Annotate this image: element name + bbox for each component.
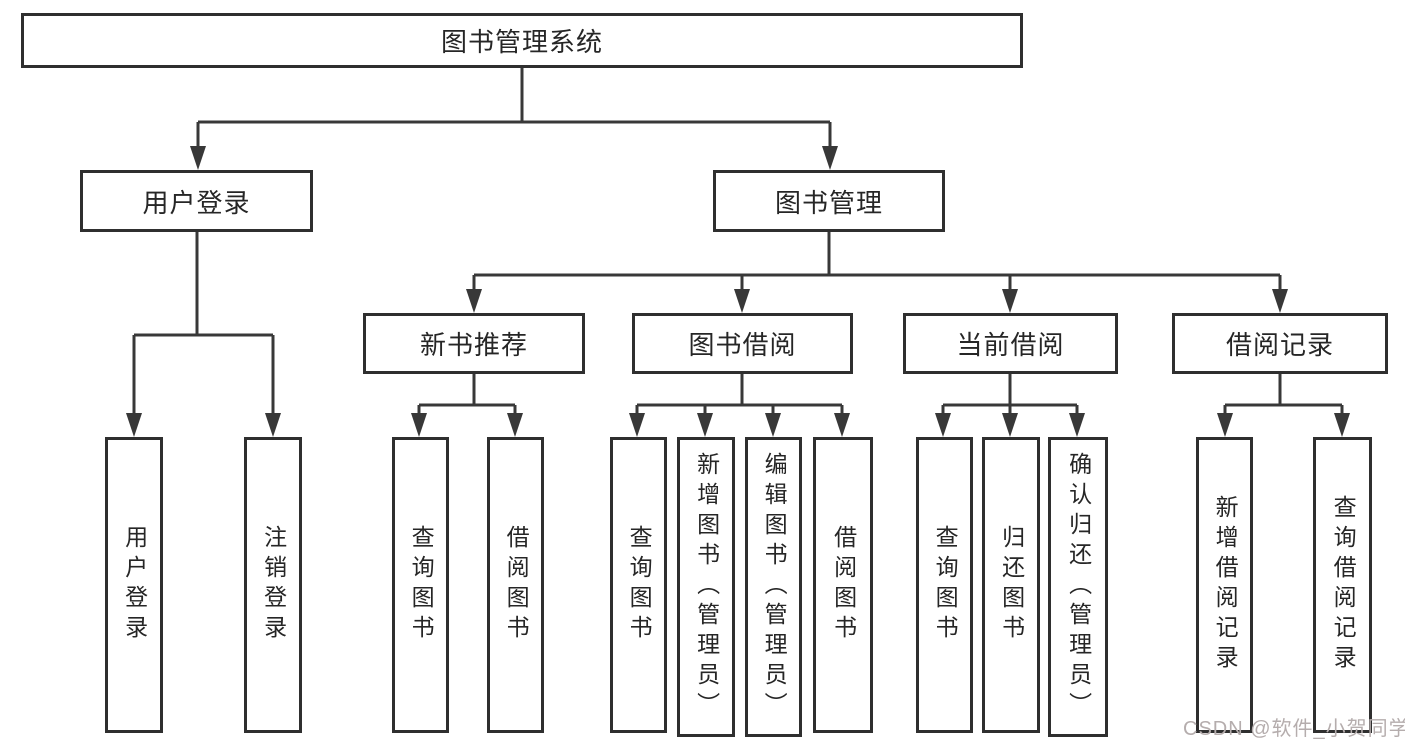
leaf-edit-book-admin: 编辑图书（管理员）	[745, 437, 802, 737]
node-book-borrow: 图书借阅	[632, 313, 853, 374]
leaf-query-borrow-record: 查询借阅记录	[1313, 437, 1372, 733]
leaf-logout: 注销登录	[244, 437, 302, 733]
leaf-add-borrow-record-label: 新增借阅记录	[1212, 495, 1239, 675]
leaf-confirm-return-admin: 确认归还（管理员）	[1048, 437, 1108, 737]
leaf-add-borrow-record: 新增借阅记录	[1196, 437, 1253, 733]
leaf-return-book-label: 归还图书	[998, 525, 1025, 645]
node-user-login: 用户登录	[80, 170, 313, 232]
leaf-add-book-admin: 新增图书（管理员）	[677, 437, 735, 737]
leaf-borrow-book: 借阅图书	[813, 437, 873, 733]
leaf-query-borrow-record-label: 查询借阅记录	[1330, 495, 1357, 675]
leaf-borrow-book-label: 借阅图书	[830, 525, 857, 645]
leaf-edit-book-admin-label: 编辑图书（管理员）	[761, 452, 788, 722]
leaf-query-book-recommend: 查询图书	[392, 437, 449, 733]
node-root-system: 图书管理系统	[21, 13, 1023, 68]
watermark: CSDN @软件_小贺同学	[1183, 718, 1405, 740]
leaf-query-book-borrow-label: 查询图书	[626, 525, 653, 645]
leaf-query-book-current-label: 查询图书	[932, 525, 959, 645]
node-current-borrow: 当前借阅	[903, 313, 1118, 374]
leaf-borrow-book-recommend: 借阅图书	[487, 437, 544, 733]
leaf-query-book-borrow: 查询图书	[610, 437, 667, 733]
leaf-query-book-current: 查询图书	[916, 437, 973, 733]
leaf-return-book: 归还图书	[982, 437, 1040, 733]
leaf-add-book-admin-label: 新增图书（管理员）	[693, 452, 720, 722]
arrowheads	[126, 146, 1350, 437]
node-book-management: 图书管理	[713, 170, 945, 232]
leaf-user-login: 用户登录	[105, 437, 163, 733]
leaf-user-login-label: 用户登录	[121, 525, 148, 645]
leaf-borrow-book-recommend-label: 借阅图书	[503, 525, 530, 645]
node-borrow-record: 借阅记录	[1172, 313, 1388, 374]
leaf-logout-label: 注销登录	[260, 525, 287, 645]
node-new-book-recommend: 新书推荐	[363, 313, 585, 374]
leaf-confirm-return-admin-label: 确认归还（管理员）	[1065, 452, 1092, 722]
leaf-query-book-recommend-label: 查询图书	[408, 525, 435, 645]
